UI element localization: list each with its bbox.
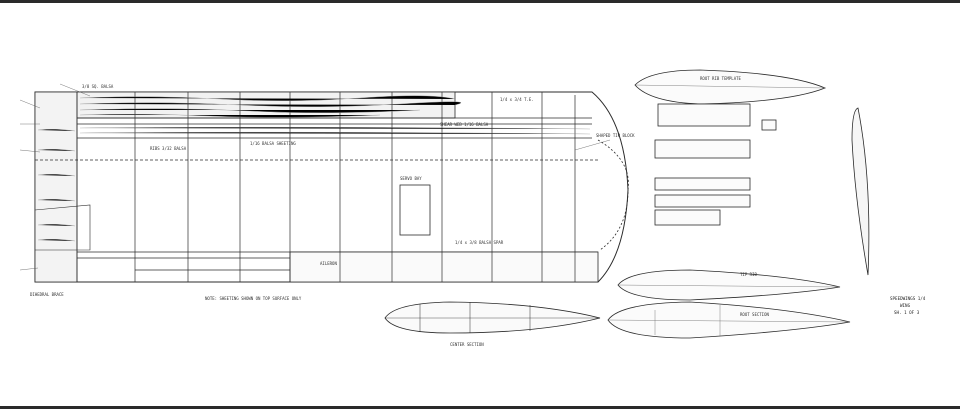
- root-section-label: ROOT SECTION: [740, 312, 769, 317]
- airfoil-lines: [607, 84, 851, 336]
- part-3: [654, 177, 751, 191]
- wing-ribs: [76, 92, 576, 282]
- rib-templates: [607, 69, 851, 339]
- part-6: [761, 119, 777, 131]
- tip-profile: [851, 107, 870, 276]
- sheeting-grain: [37, 95, 591, 242]
- root-sheeting: [34, 91, 78, 283]
- note-shear-web: SHEAR WEB 1/16 BALSA: [440, 122, 489, 127]
- note-dihedral: DIHEDRAL BRACE: [30, 292, 64, 297]
- servo-bay: [399, 184, 431, 236]
- note-aileron: AILERON: [320, 261, 337, 266]
- aileron-area: [289, 251, 599, 283]
- title-line-1: SPEEDWINGS 1/4: [890, 296, 926, 301]
- leader-lines: [19, 83, 611, 271]
- note-top-spar: 3/8 SQ. BALSA: [82, 84, 114, 89]
- title-line-2: WING: [900, 303, 911, 308]
- bottom-note: NOTE: SHEETING SHOWN ON TOP SURFACE ONLY: [205, 296, 302, 301]
- part-1: [657, 103, 751, 127]
- sheet-bottom-border: [0, 406, 960, 409]
- note-lower-spar: 1/4 x 3/8 BALSA SPAR: [455, 240, 504, 245]
- rib-template-label: ROOT RIB TEMPLATE: [700, 76, 742, 81]
- root-section: [607, 301, 851, 339]
- note-sheeting: 1/16 BALSA SHEETING: [250, 141, 296, 146]
- tip-section-label: TIP RIB: [740, 272, 757, 277]
- tip-rib-section: [617, 269, 841, 301]
- part-4: [654, 194, 751, 208]
- part-2: [654, 139, 751, 159]
- title-line-3: SH. 1 OF 3: [894, 310, 920, 315]
- note-wing-tip: SHAPED TIP BLOCK: [596, 133, 635, 138]
- note-ribs: RIBS 3/32 BALSA: [150, 146, 187, 151]
- note-servo: SERVO BAY: [400, 176, 422, 181]
- wing-planform: [34, 91, 629, 283]
- part-5: [654, 209, 721, 226]
- note-trailing-edge: 1/4 x 3/4 T.E.: [500, 97, 534, 102]
- sheet-top-border: [0, 0, 960, 3]
- tip-outline: [597, 139, 629, 251]
- center-section-label: CENTER SECTION: [450, 342, 484, 347]
- wing-outline: [34, 91, 629, 283]
- dihedral-brace: [34, 204, 91, 251]
- center-section: [384, 301, 601, 334]
